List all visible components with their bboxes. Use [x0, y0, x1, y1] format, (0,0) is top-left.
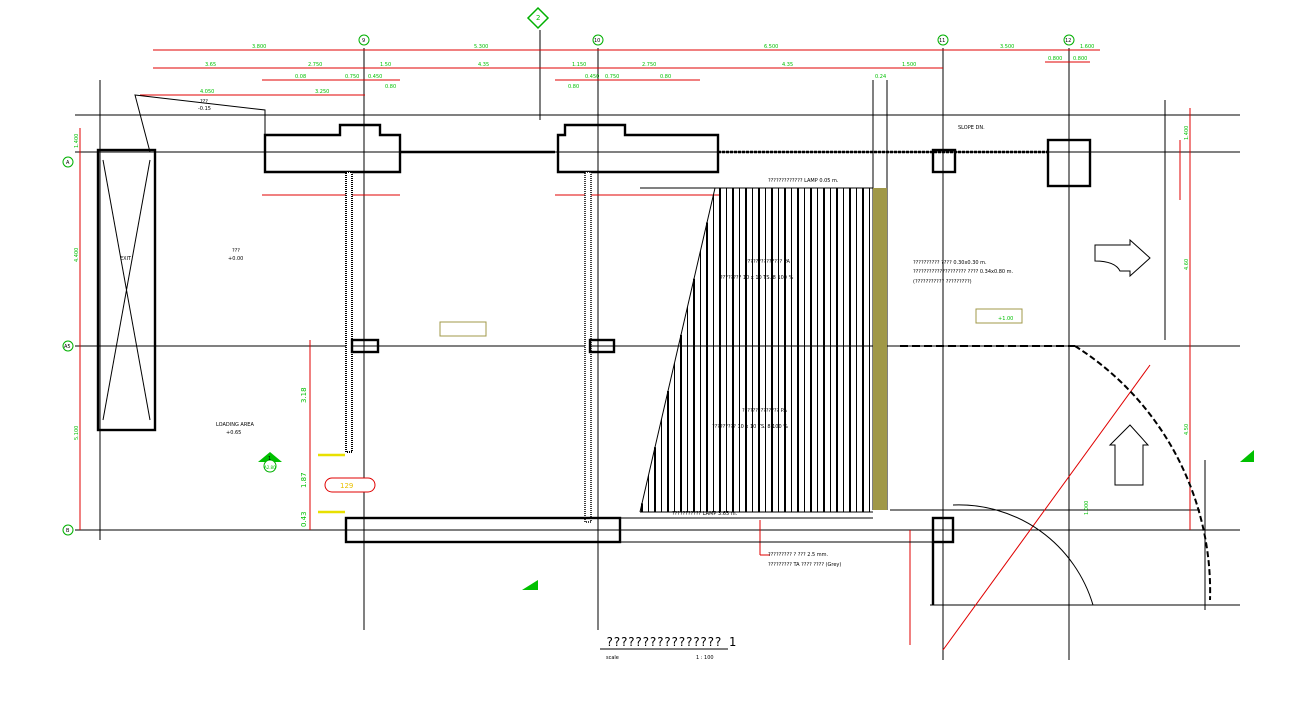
dim-text: 1.87: [300, 472, 308, 488]
room-name: ???: [232, 248, 240, 254]
dim-text: 3.800: [252, 44, 266, 50]
dim-text: 0.750: [605, 74, 619, 80]
dim-text: 3.250: [315, 89, 329, 95]
ramp-label: ?????????????? PA: [745, 259, 790, 265]
dim-text: 1.000: [1084, 501, 1090, 515]
section-sheet: A2.80: [264, 465, 276, 470]
dim-text: 0.800: [1048, 56, 1062, 62]
dim-text: 0.80: [660, 74, 671, 80]
dim-text: 2.750: [308, 62, 322, 68]
dim-text: 0.450: [585, 74, 599, 80]
dim-text: 4.50: [1184, 424, 1190, 435]
level-box-value: +1.00: [998, 316, 1013, 322]
dim-text: 6.500: [764, 44, 778, 50]
grid-bubble-label: 12: [1065, 38, 1071, 44]
dim-text: 1.600: [1080, 44, 1094, 50]
grid-bubble-label: 11: [939, 38, 945, 44]
dim-text: 0.800: [1073, 56, 1087, 62]
dim-text: 3.18: [300, 387, 308, 403]
ramp-hatching: [641, 188, 870, 512]
dim-text: 5.100: [74, 426, 80, 440]
dim-text: 0.80: [568, 84, 579, 90]
dim-text: 5.300: [474, 44, 488, 50]
grid-bubble-label: B: [66, 528, 70, 534]
note: ???????????????????? ???? 0.34x0.80 m.: [913, 269, 1014, 275]
grid-bubble-label: 9: [362, 38, 365, 44]
section-marker-label: 2: [536, 14, 540, 22]
dim-text: 1.400: [74, 134, 80, 148]
ramp-label: ???????? 10 x 10 TS. 8 100 %: [720, 275, 794, 281]
marker: [1240, 450, 1254, 462]
north-marker: [522, 580, 538, 590]
drawing-title: ???????????????? 1: [606, 635, 736, 649]
dim-text: 4.35: [782, 62, 793, 68]
level-name: ???: [200, 99, 208, 105]
dim-text: 3.65: [205, 62, 216, 68]
ramp-edge: [639, 187, 716, 513]
exit-label: EXIT: [120, 256, 132, 262]
grid-bubbles: 9 10 11 12 A A5 B 2: [62, 6, 1075, 536]
dim-text: 0.80: [385, 84, 396, 90]
dimension-lines: [79, 49, 1191, 651]
room-level: +0.00: [228, 256, 243, 262]
note: ????????? TA ???? ???? (Grey): [768, 562, 841, 568]
dim-text: 3.500: [1000, 44, 1014, 50]
section-number: 1: [268, 456, 271, 462]
grid-bubble-label: 10: [594, 38, 600, 44]
grid-bubble-label: A5: [64, 344, 71, 350]
note: (??????????? ?????????): [913, 279, 972, 285]
lamp-top-label: ????????????? LAMP 0.05 m.: [768, 178, 839, 184]
ramp-label: ????????? 10 x 10 TS. 8 100 %: [712, 424, 788, 430]
annotations: ??? -0.15 EXIT ??? +0.00 LOADING AREA +0…: [120, 99, 1023, 568]
dim-text: 1.50: [380, 62, 391, 68]
dim-text: 0.24: [875, 74, 886, 80]
dim-text: 1.400: [1184, 126, 1190, 140]
dim-text: 1.500: [902, 62, 916, 68]
dim-text: 1.150: [572, 62, 586, 68]
walls: [96, 94, 1092, 605]
grid-lines: [75, 30, 1240, 660]
dim-text: 2.750: [642, 62, 656, 68]
loading-level: +0.65: [226, 430, 241, 436]
scale-value: 1 : 100: [696, 655, 714, 661]
door: 129 1 A2.80: [258, 452, 376, 514]
level-value: -0.15: [198, 106, 211, 112]
door-tag: 129: [340, 482, 353, 490]
grid-bubble-label: A: [66, 160, 70, 166]
dim-text: 0.750: [345, 74, 359, 80]
note: ?????????? ???? 0.30x0.30 m.: [913, 260, 987, 266]
scale-label: scale: [606, 655, 619, 661]
slope-label: SLOPE DN.: [958, 125, 985, 131]
ramp-label: ?????????????? PA: [742, 408, 787, 414]
lamp-bottom-label: ??????????? LAMP 3.65 m.: [672, 511, 738, 517]
dim-text: 0.450: [368, 74, 382, 80]
door-swing-arc: [952, 504, 1094, 606]
dim-text: 4.60: [1184, 259, 1190, 270]
title-block: ???????????????? 1 scale 1 : 100: [600, 635, 736, 661]
dimension-texts: 3.800 5.300 6.500 3.500 1.600 3.65 2.750…: [74, 44, 1190, 527]
turn-arrow-icon: [1108, 424, 1150, 486]
dim-text: 0.08: [295, 74, 306, 80]
curved-wall: [1074, 345, 1212, 601]
note: ????????? ? ??? 2.5 mm.: [768, 552, 829, 558]
dim-text: 0.43: [300, 511, 308, 527]
loading-area-label: LOADING AREA: [216, 422, 254, 428]
dim-text: 4.400: [74, 248, 80, 262]
turn-arrow-icon: [1094, 238, 1151, 278]
dim-text: 4.35: [478, 62, 489, 68]
dim-text: 4.050: [200, 89, 214, 95]
